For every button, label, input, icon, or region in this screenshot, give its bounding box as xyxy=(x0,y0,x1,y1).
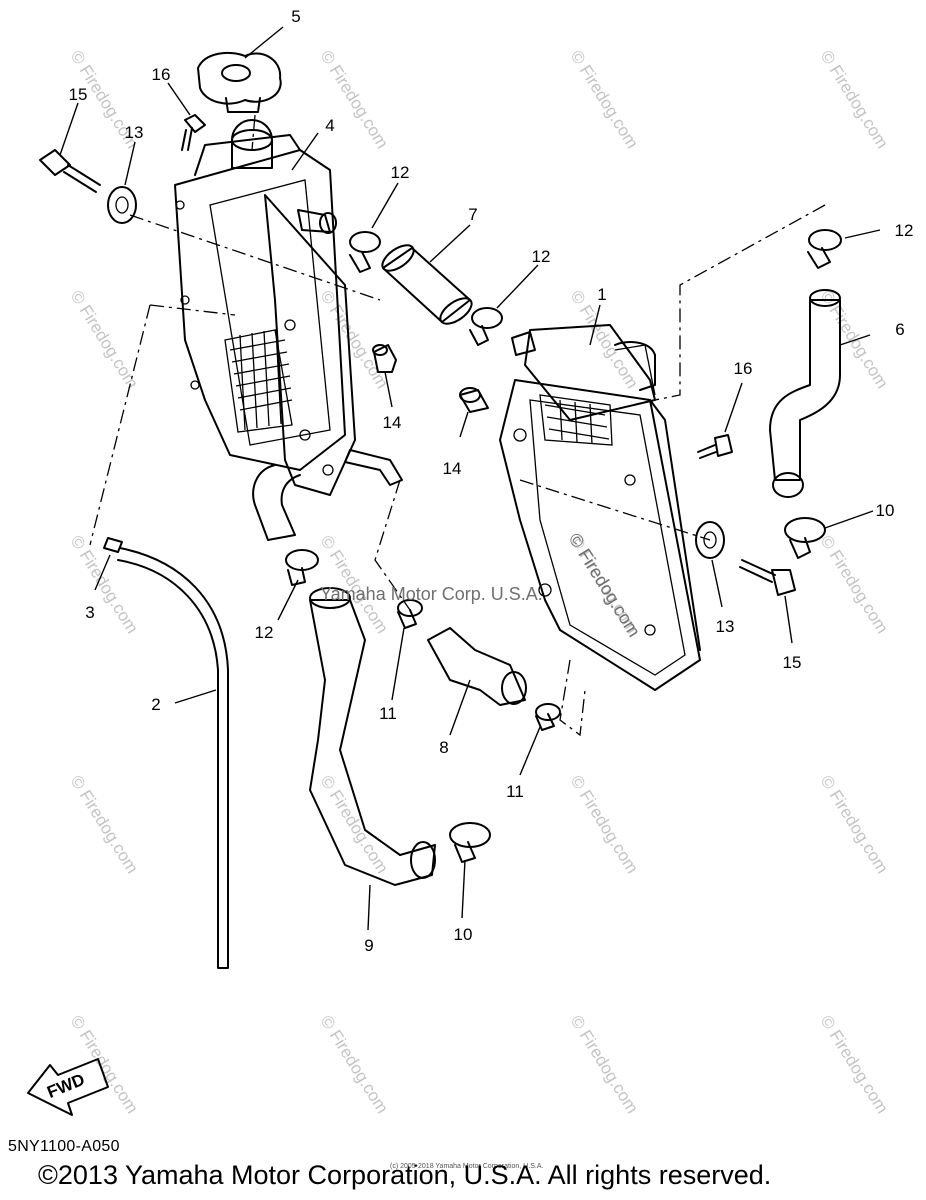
callout-14-right: 14 xyxy=(443,459,462,478)
callout-6: 6 xyxy=(895,320,904,339)
radiator-cap xyxy=(197,51,282,113)
clamp-12-upper-right xyxy=(807,229,842,269)
callout-12-upper-right: 12 xyxy=(895,221,914,240)
firedog-watermark: © Firedog.com xyxy=(67,287,142,392)
firedog-watermark: © Firedog.com xyxy=(567,772,642,877)
firedog-watermark: © Firedog.com xyxy=(67,1012,142,1117)
callout-numbers: 5 16 15 13 4 12 7 12 12 1 6 14 14 16 10 … xyxy=(69,7,914,955)
firedog-watermark: © Firedog.com xyxy=(567,47,642,152)
callout-13-right: 13 xyxy=(716,617,735,636)
callout-1: 1 xyxy=(597,285,606,304)
assembly-lines xyxy=(89,114,826,737)
yamaha-overlay-text: Yamaha Motor Corp. U.S.A. xyxy=(320,584,543,604)
callout-15-left: 15 xyxy=(69,85,88,104)
collar-14-left xyxy=(372,344,397,373)
callout-7: 7 xyxy=(468,205,477,224)
grommet-13-left xyxy=(107,186,137,224)
clip-3 xyxy=(103,537,123,553)
leader-lines xyxy=(59,26,881,931)
firedog-watermark: © Firedog.com xyxy=(817,287,892,392)
callout-15-right: 15 xyxy=(783,653,802,672)
callout-11-lower: 11 xyxy=(506,782,524,801)
firedog-watermark: © Firedog.com xyxy=(317,287,392,392)
firedog-watermark: © Firedog.com xyxy=(67,772,142,877)
callout-16-right: 16 xyxy=(734,359,753,378)
firedog-watermark: © Firedog.com xyxy=(817,532,892,637)
bolt-16-left xyxy=(181,114,206,151)
small-notice: (c) 2005-2018 Yamaha Motor Corporation, … xyxy=(390,1163,543,1170)
firedog-watermark: © Firedog.com xyxy=(817,772,892,877)
callout-12-upper-left: 12 xyxy=(391,163,410,182)
hose-left-outlet xyxy=(252,449,403,541)
callout-13-left: 13 xyxy=(125,123,144,142)
radiator-watermark: © Firedog.com xyxy=(565,530,645,641)
left-radiator xyxy=(174,119,356,496)
callout-2: 2 xyxy=(151,695,160,714)
bolt-16-right xyxy=(697,434,733,459)
callout-3: 3 xyxy=(85,603,94,622)
callout-8: 8 xyxy=(439,738,448,757)
callout-4: 4 xyxy=(325,116,334,135)
callout-11-upper: 11 xyxy=(379,704,397,723)
callout-14-left: 14 xyxy=(383,413,402,432)
grommet-13-right xyxy=(695,521,725,559)
overflow-tube-2 xyxy=(117,547,229,969)
firedog-watermark: © Firedog.com xyxy=(817,47,892,152)
clamp-10-right xyxy=(784,517,826,559)
firedog-watermark: © Firedog.com xyxy=(817,1012,892,1117)
hose-8 xyxy=(427,627,527,706)
callout-12-lower-left: 12 xyxy=(255,623,274,642)
clamp-11-lower xyxy=(535,703,561,731)
firedog-watermark: © Firedog.com xyxy=(567,1012,642,1117)
callout-9: 9 xyxy=(364,936,373,955)
collar-14-right xyxy=(459,387,489,413)
clamp-12-middle xyxy=(469,307,503,346)
hose-6 xyxy=(769,289,841,498)
firedog-watermark: © Firedog.com xyxy=(317,47,392,152)
clamp-12-lower-left xyxy=(285,549,319,586)
clamp-10-lower xyxy=(449,822,491,863)
diagram-code: 5NY1100-A050 xyxy=(8,1138,120,1155)
callout-12-middle: 12 xyxy=(532,247,551,266)
hose-7 xyxy=(381,244,473,325)
bolt-15-right xyxy=(739,559,796,596)
clamp-11-upper xyxy=(397,599,423,629)
right-radiator xyxy=(499,324,701,691)
clamp-12-upper-left xyxy=(349,231,381,273)
hose-9 xyxy=(309,587,436,886)
bolt-15-left xyxy=(39,149,101,193)
firedog-watermark: © Firedog.com xyxy=(317,772,392,877)
callout-5: 5 xyxy=(291,7,300,26)
copyright-notice: ©2013 Yamaha Motor Corporation, U.S.A. A… xyxy=(38,1160,772,1190)
callout-10-right: 10 xyxy=(876,501,895,520)
callout-16-left: 16 xyxy=(152,65,171,84)
callout-10-lower: 10 xyxy=(454,925,473,944)
firedog-watermark: © Firedog.com xyxy=(317,1012,392,1117)
